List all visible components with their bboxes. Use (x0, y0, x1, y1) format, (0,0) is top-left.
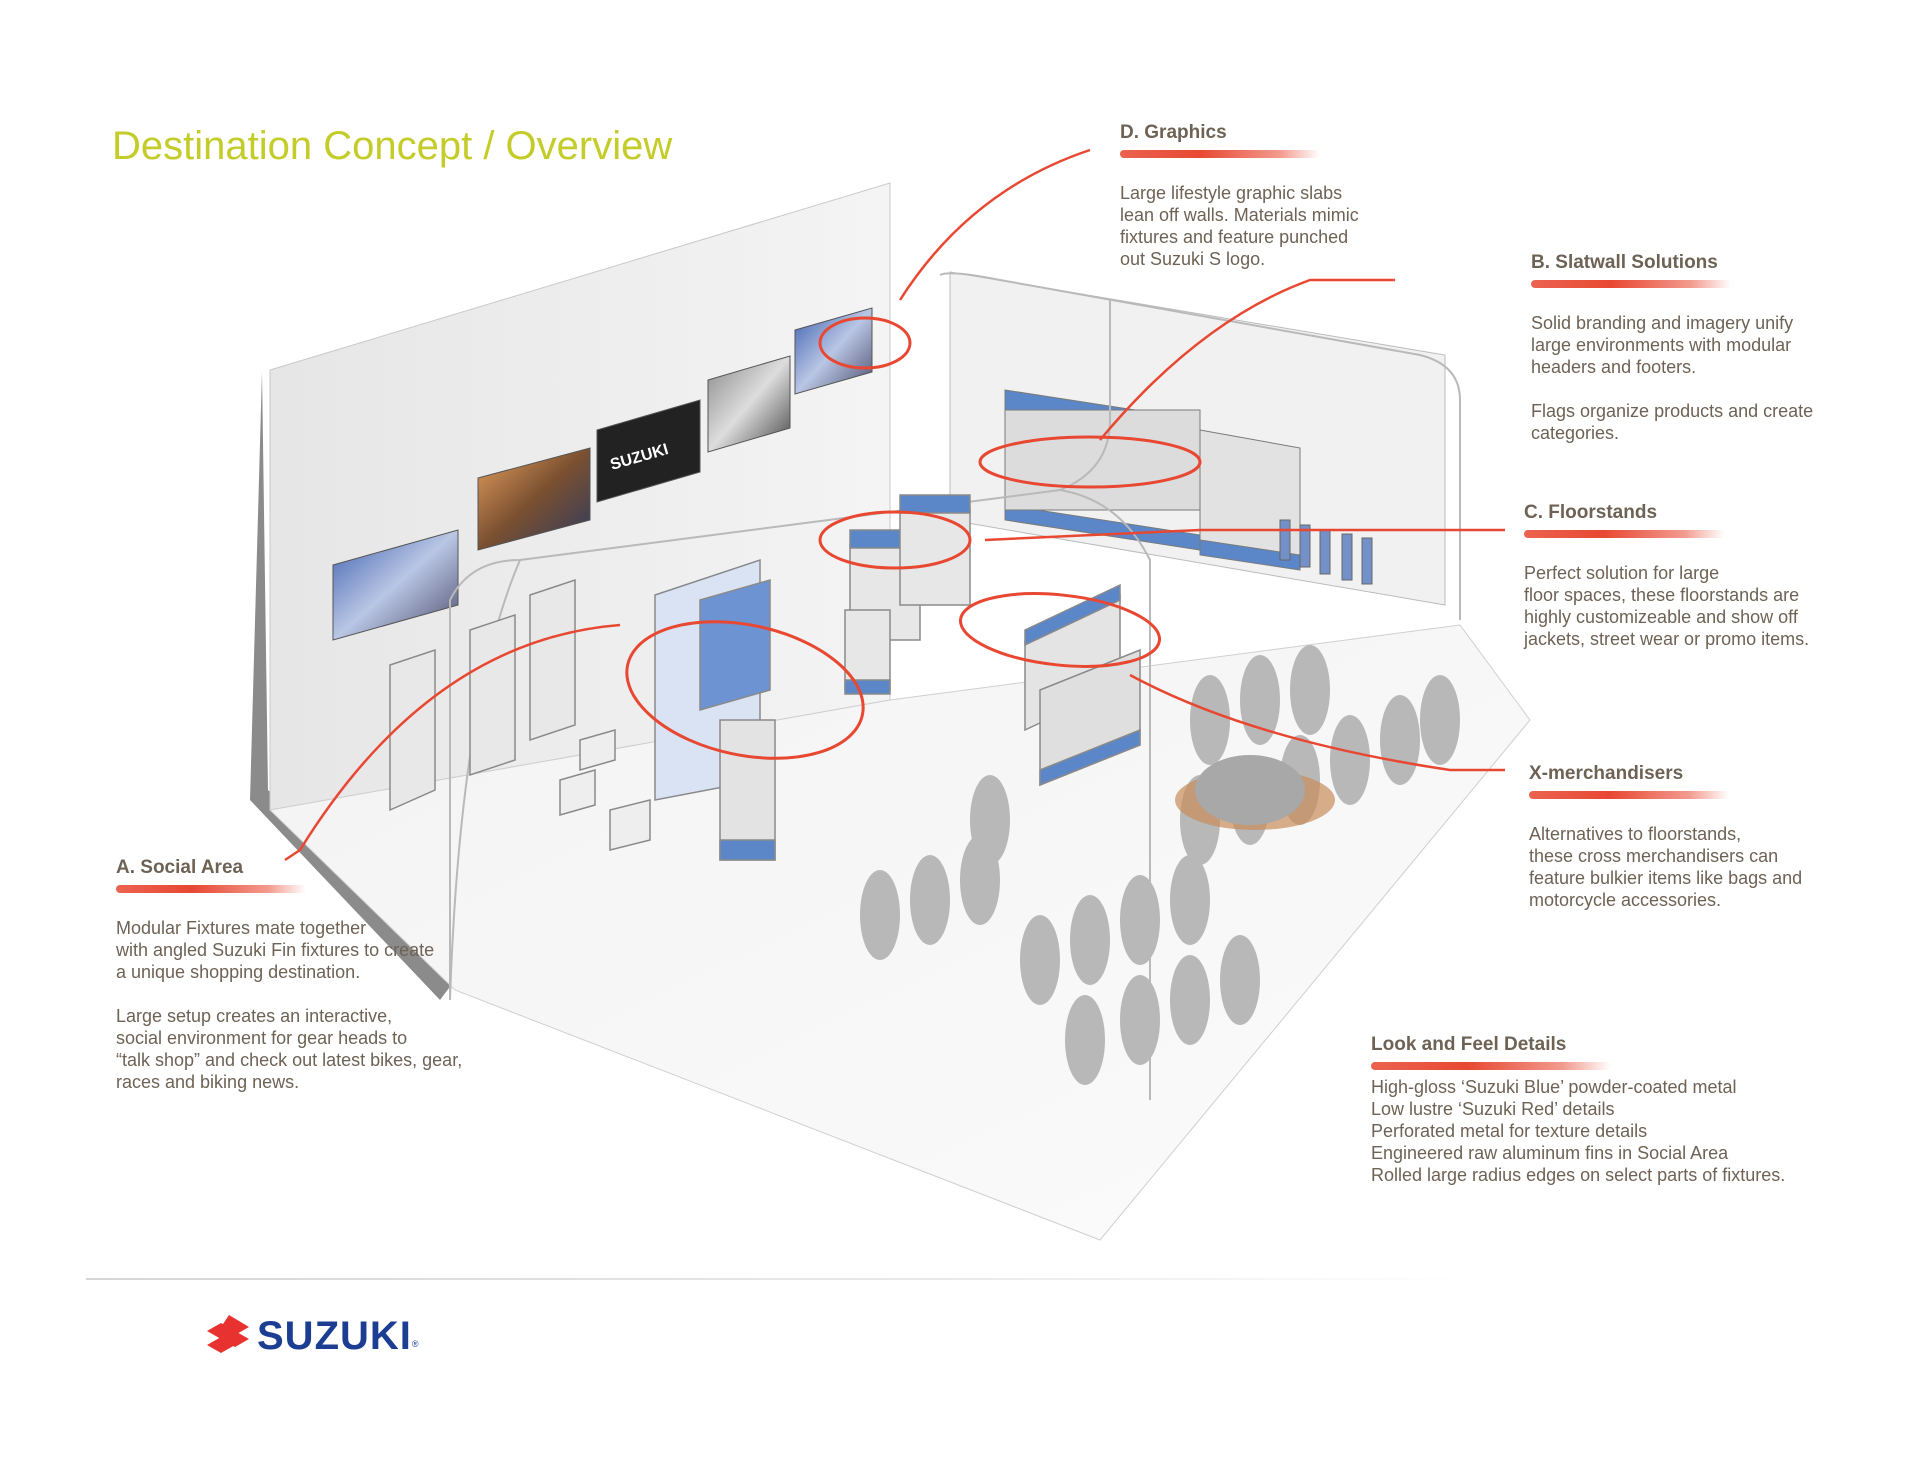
slatwall-fixtures (1004, 389, 1301, 571)
callout-graphics: D. Graphics Large lifestyle graphic slab… (1120, 122, 1420, 270)
brush-stroke (1524, 530, 1724, 538)
callout-look-feel: Look and Feel Details High-gloss ‘Suzuki… (1371, 1034, 1871, 1186)
callout-floorstands: C. Floorstands Perfect solution for larg… (1524, 502, 1884, 650)
callout-graphics-title: D. Graphics (1120, 122, 1227, 143)
callout-xmerch: X-merchandisers Alternatives to floorsta… (1529, 763, 1869, 911)
callout-xmerch-title: X-merchandisers (1529, 763, 1684, 784)
wall-graphics: SUZUKI (332, 307, 873, 641)
suzuki-s-icon (207, 1315, 249, 1353)
callout-social-title: A. Social Area (116, 857, 244, 878)
callout-slatwall-body: Solid branding and imagery unify large e… (1531, 313, 1814, 443)
callout-lookfeel-title: Look and Feel Details (1371, 1034, 1567, 1055)
brush-stroke (1371, 1062, 1611, 1070)
leader-lines (284, 148, 1505, 862)
callout-slatwall-title: B. Slatwall Solutions (1531, 252, 1718, 273)
wall-shadow (250, 372, 455, 1000)
wall-flags (1279, 519, 1373, 585)
feature-bike (1175, 755, 1335, 830)
callout-floorstands-body: Perfect solution for large floor spaces,… (1524, 563, 1810, 649)
brush-stroke (1529, 791, 1729, 799)
callout-floorstands-title: C. Floorstands (1524, 502, 1658, 523)
callout-social-area: A. Social Area Modular Fixtures mate tog… (116, 857, 536, 1093)
rolled-frame (449, 272, 1461, 1100)
brand-registered-mark: ® (411, 1339, 419, 1349)
social-area-fixtures (389, 558, 776, 861)
callout-xmerch-body: Alternatives to floorstands, these cross… (1529, 824, 1803, 910)
callout-slatwall: B. Slatwall Solutions Solid branding and… (1531, 252, 1871, 444)
callout-lookfeel-body: High-gloss ‘Suzuki Blue’ powder-coated m… (1371, 1077, 1786, 1185)
callout-graphics-body: Large lifestyle graphic slabs lean off w… (1120, 183, 1359, 269)
footer-divider (86, 1278, 1466, 1280)
brush-stroke (1120, 150, 1320, 158)
suzuki-logo: SUZUKI ® (205, 1313, 419, 1359)
highlight-circles (625, 316, 1202, 760)
brush-stroke (116, 885, 306, 893)
brush-stroke (1531, 280, 1731, 288)
page-title: Destination Concept / Overview (112, 124, 673, 168)
callout-social-body: Modular Fixtures mate together with angl… (116, 918, 463, 1092)
brand-wordmark: SUZUKI (257, 1313, 412, 1358)
